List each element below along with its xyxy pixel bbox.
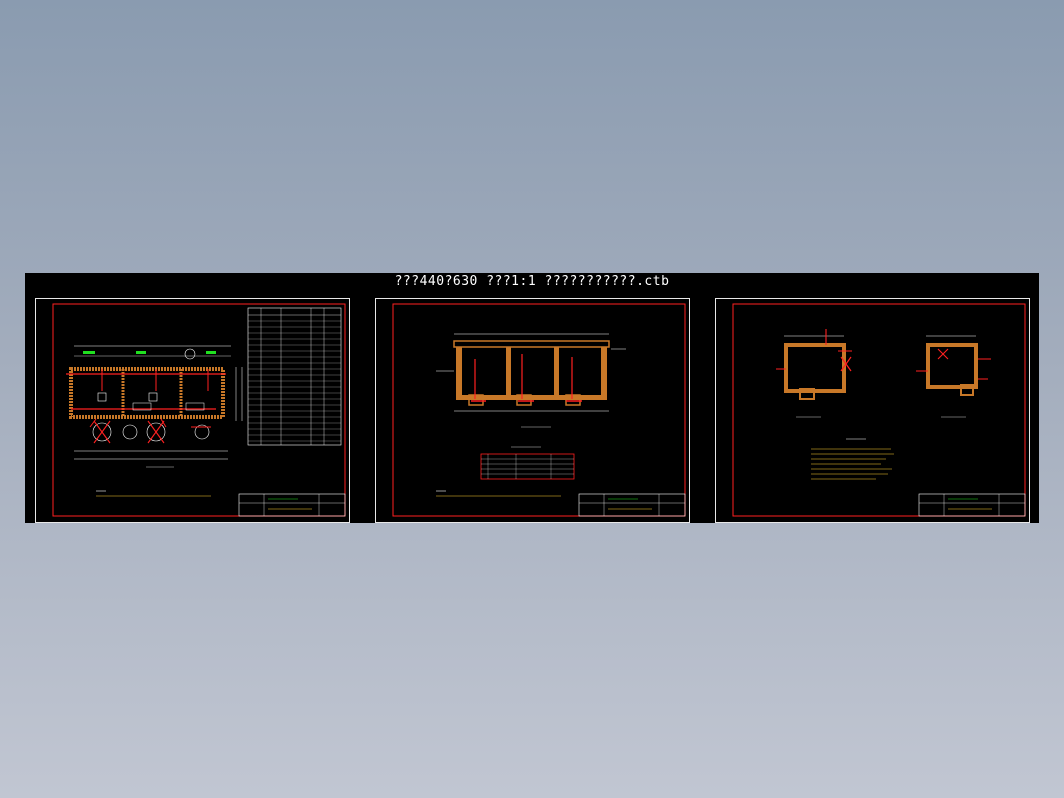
sheet-section[interactable] [375, 298, 690, 523]
sheet-details[interactable] [715, 298, 1030, 523]
details-drawing [732, 303, 1026, 517]
drawing-model-space[interactable]: ???440?630 ???1:1 ???????????.ctb [25, 273, 1039, 523]
plan-drawing [52, 303, 346, 517]
plot-title: ???440?630 ???1:1 ???????????.ctb [394, 274, 670, 289]
section-drawing [392, 303, 686, 517]
sheet-plan[interactable] [35, 298, 350, 523]
